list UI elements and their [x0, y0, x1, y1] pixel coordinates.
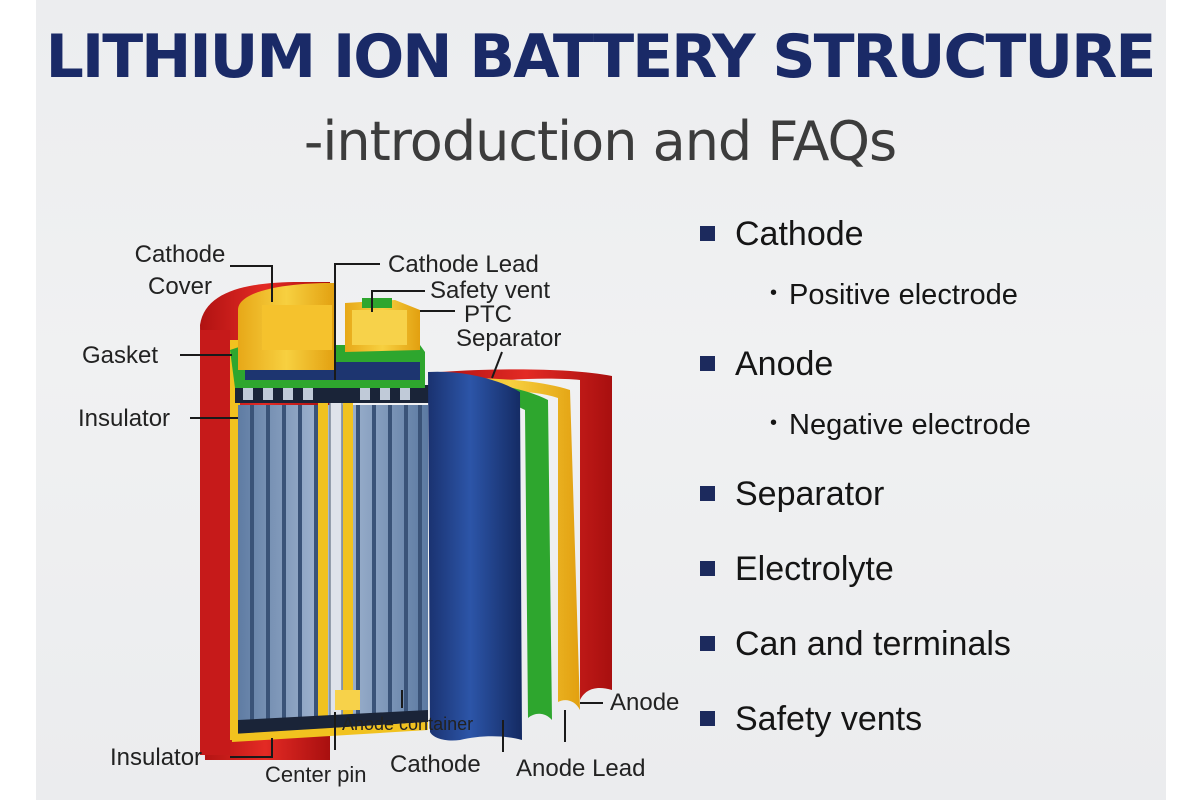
red-can-layer	[440, 369, 612, 700]
bullet-square-icon	[700, 225, 715, 241]
label-cathode: Cathode	[390, 751, 481, 778]
leader-lines	[180, 263, 603, 758]
cathode-cover	[238, 283, 420, 370]
faq-detail-anode: •Negative electrode	[770, 409, 1031, 441]
label-insulator-bottom: Insulator	[110, 744, 202, 771]
faq-item-cathode: Cathode	[700, 215, 864, 254]
label-cathode-cover-line2: Cover	[148, 273, 212, 300]
page-subtitle: -introduction and FAQs	[303, 110, 897, 173]
blue-anode-layer	[428, 371, 522, 741]
green-separator-layer	[440, 381, 552, 720]
battery-cutaway-diagram: Cathode Cover Cathode Lead Safety vent P…	[78, 241, 679, 787]
inner-lining	[230, 340, 240, 740]
label-gasket: Gasket	[82, 342, 158, 369]
center-pin	[329, 379, 343, 721]
faq-detail-cathode: •Positive electrode	[770, 279, 1018, 311]
label-separator: Separator	[456, 325, 561, 352]
label-ptc: PTC	[464, 301, 512, 328]
label-insulator-top: Insulator	[78, 405, 170, 432]
bullet-square-icon	[700, 560, 715, 576]
bullet-square-icon	[700, 635, 715, 651]
label-center-pin: Center pin	[265, 762, 367, 787]
label-anode: Anode	[610, 689, 679, 716]
faq-item-can-and-terminals: Can and terminals	[700, 625, 1011, 664]
faq-item-safety-vents: Safety vents	[700, 700, 922, 739]
bullet-square-icon	[700, 485, 715, 501]
bottom-plate	[232, 690, 428, 742]
faq-item-separator: Separator	[700, 475, 884, 514]
bullet-square-icon	[700, 355, 715, 371]
faq-item-electrolyte: Electrolyte	[700, 550, 894, 589]
bullet-dot-icon: •	[770, 411, 778, 434]
top-insulator	[235, 385, 430, 403]
label-anode-lead: Anode Lead	[516, 755, 645, 782]
bullet-dot-icon: •	[770, 281, 778, 304]
label-cathode-cover-line1: Cathode	[135, 241, 226, 268]
faq-item-anode: Anode	[700, 345, 833, 384]
label-anode-container: Anode container	[342, 714, 473, 734]
label-cathode-lead: Cathode Lead	[388, 251, 539, 278]
bullet-square-icon	[700, 710, 715, 726]
page-title: LITHIUM ION BATTERY STRUCTURE	[45, 22, 1157, 92]
label-safety-vent: Safety vent	[430, 277, 550, 304]
yellow-cathode-layer	[440, 377, 580, 710]
